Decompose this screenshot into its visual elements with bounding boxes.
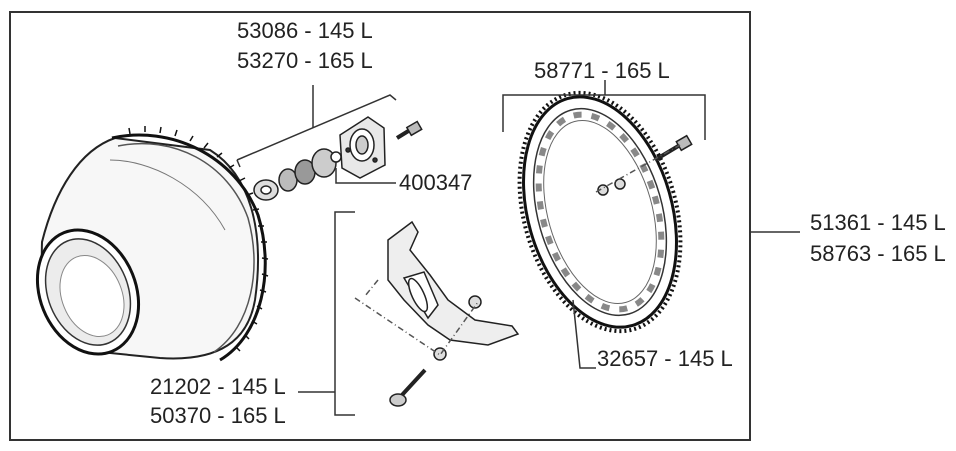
drum-housing [35,126,269,362]
mounting-plate [335,116,423,184]
bracket-part [298,211,520,416]
label-bracket-145: 21202 - 145 L [150,374,286,399]
hub-assembly [236,85,397,201]
label-gear-ring-145: 32657 - 145 L [597,346,733,371]
gear-ring [502,80,706,369]
label-plate: 400347 [399,170,473,195]
label-ring-165: 58771 - 165 L [534,58,670,83]
label-assembly-165: 58763 - 165 L [810,241,946,266]
label-hub-145: 53086 - 145 L [237,18,373,43]
label-bracket-165: 50370 - 165 L [150,403,286,428]
outer-frame [9,11,751,441]
label-hub-165: 53270 - 165 L [237,48,373,73]
label-assembly-145: 51361 - 145 L [810,210,946,235]
